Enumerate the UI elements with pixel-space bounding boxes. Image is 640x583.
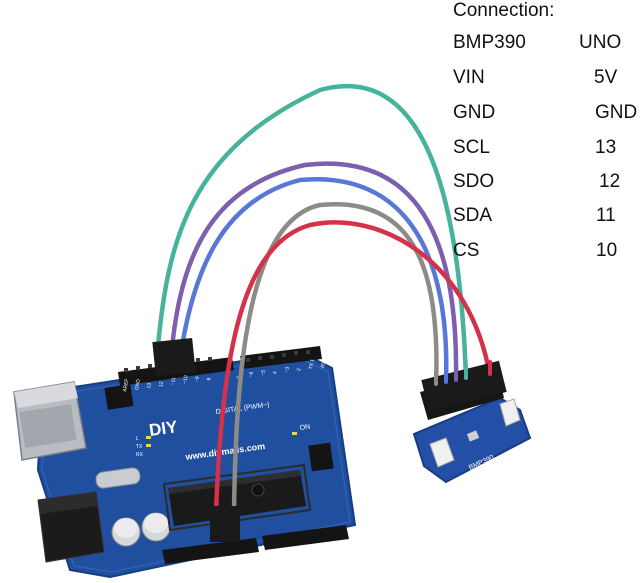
connection-right: GND — [595, 102, 638, 123]
header-pin-label: RX 0 — [320, 356, 328, 368]
capacitor-1 — [111, 517, 141, 547]
on-led-label: ON — [299, 424, 310, 432]
header-pin-label: AREF — [122, 378, 130, 392]
connection-left: GND — [453, 102, 496, 123]
connection-right: 5V — [594, 67, 618, 88]
header-pin-label: GND — [134, 378, 142, 390]
connection-right: 12 — [599, 171, 621, 192]
crystal-oscillator — [95, 467, 141, 489]
dupont-connectors-board — [152, 338, 240, 542]
usb-port — [13, 381, 87, 461]
header-pin-label: ~5 — [260, 369, 267, 376]
wire-gray — [231, 201, 439, 515]
capacitor-2 — [141, 512, 171, 542]
power-jack — [37, 491, 105, 563]
wire-teal — [155, 83, 469, 381]
header-pin-label: 12 — [158, 381, 165, 388]
connection-row-header: BMP390 UNO — [453, 32, 640, 58]
header-pin-label: 13 — [146, 382, 153, 389]
led-label: RX — [136, 452, 144, 458]
connection-right: 11 — [596, 205, 616, 226]
connection-left: SCL — [453, 137, 490, 158]
header-pin-label: ~10 — [182, 375, 189, 385]
connection-row: SDA 11 — [453, 205, 640, 231]
connection-row: VIN 5V — [453, 67, 640, 93]
icsp-header — [308, 442, 334, 472]
connection-row: SCL 13 — [453, 137, 640, 163]
led-label: L — [136, 436, 139, 442]
connection-title: Connection: — [453, 0, 555, 21]
header-pin-label: 4 — [272, 371, 278, 375]
header-pin-label: ~3 — [284, 366, 291, 373]
wire-red — [213, 220, 493, 515]
jumper-wires — [155, 83, 493, 515]
header-pin-label: 8 — [206, 377, 212, 381]
connection-left: CS — [453, 240, 480, 261]
connection-right: UNO — [579, 32, 622, 53]
sensor-chip — [466, 430, 480, 442]
connection-right: 13 — [595, 137, 617, 158]
header-pin-label: ~6 — [248, 371, 255, 378]
header-pin-label: TX 1 — [308, 358, 316, 370]
connection-left: VIN — [453, 67, 485, 88]
connection-left: BMP390 — [453, 32, 526, 53]
led-label: TX — [136, 444, 143, 450]
dupont-connectors-sensor — [421, 360, 507, 412]
header-pin-label: ~11 — [170, 377, 177, 386]
led-tx — [146, 444, 151, 447]
header-pin-label: ~9 — [194, 376, 201, 383]
connection-row: CS 10 — [453, 240, 640, 266]
connection-left: SDO — [453, 171, 495, 192]
led-l — [146, 436, 151, 439]
connection-right: 10 — [596, 240, 618, 261]
header-pin-label: 2 — [296, 368, 302, 372]
power-analog-header — [162, 525, 349, 564]
wire-blue — [179, 176, 449, 385]
arduino-uno-board: DIY www.diymalls.com DIGITAL (PWM~) ON A… — [13, 346, 357, 579]
sensor-connector-right — [499, 398, 521, 427]
board-brand: DIY — [148, 417, 179, 440]
connection-left: SDA — [453, 205, 493, 226]
connection-row: SDO 12 — [453, 171, 640, 197]
sensor-connector-left — [429, 437, 455, 468]
connection-row: GND GND — [453, 102, 640, 128]
led-on — [292, 432, 297, 435]
